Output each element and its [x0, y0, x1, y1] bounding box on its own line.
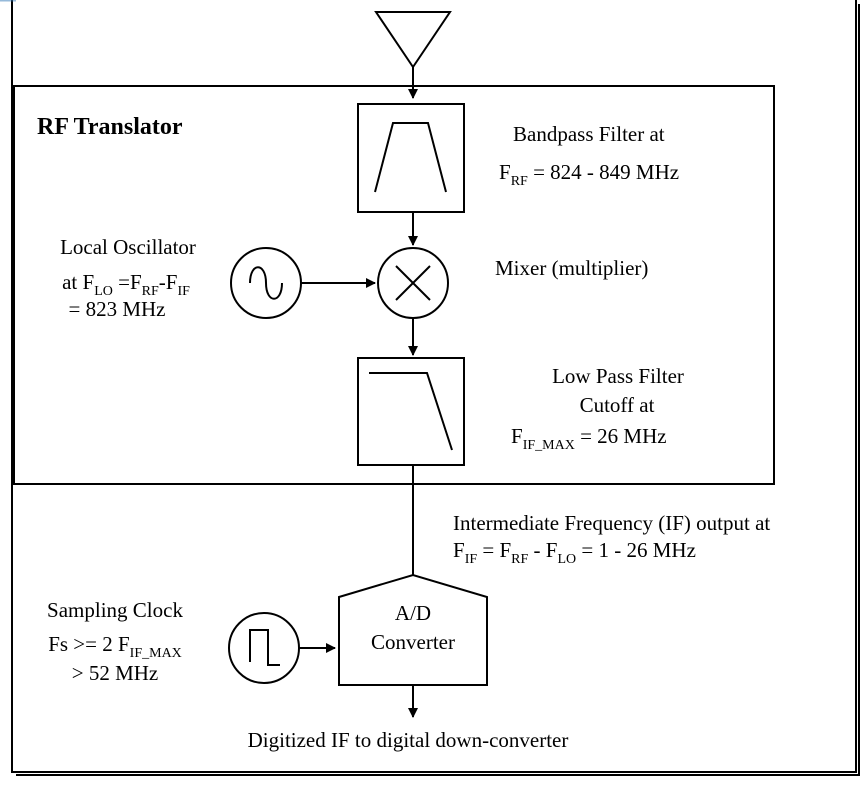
local-oscillator-label: Local Oscillator [60, 235, 196, 259]
local-oscillator-frequency: at FLO =FRF-FIF [62, 270, 190, 299]
if-output-label: Intermediate Frequency (IF) output at [453, 511, 770, 535]
sampling-clock-label: Sampling Clock [47, 598, 183, 622]
outer-frame [11, 0, 857, 773]
rf-translator-box [13, 85, 775, 485]
square-wave-icon [249, 629, 280, 666]
adc-label-converter: Converter [371, 630, 455, 654]
mixer-block [377, 247, 449, 319]
adc-label: A/D [395, 601, 431, 625]
sampling-clock-value: > 52 MHz [72, 661, 159, 685]
bandpass-response-icon [374, 122, 447, 193]
bandpass-filter-label: Bandpass Filter at [513, 122, 665, 146]
lowpass-response-icon [369, 372, 453, 451]
low-pass-filter-cutoff: Cutoff at [580, 393, 655, 417]
bandpass-filter-block [357, 103, 465, 213]
bandpass-filter-frequency: FRF = 824 - 849 MHz [499, 160, 679, 189]
if-output-frequency: FIF = FRF - FLO = 1 - 26 MHz [453, 538, 696, 567]
sampling-clock-condition: Fs >= 2 FIF_MAX [48, 632, 182, 661]
local-oscillator-block [230, 247, 302, 319]
multiply-icon [395, 265, 431, 301]
low-pass-filter-frequency: FIF_MAX = 26 MHz [511, 424, 667, 453]
mixer-label: Mixer (multiplier) [495, 256, 648, 280]
local-oscillator-value: = 823 MHz [68, 297, 165, 321]
antenna-icon [374, 11, 452, 99]
outer-frame-shadow [16, 4, 860, 776]
low-pass-filter-label: Low Pass Filter [552, 364, 684, 388]
output-label: Digitized IF to digital down-converter [248, 728, 569, 752]
low-pass-filter-block [357, 357, 465, 466]
sine-wave-icon [249, 266, 283, 300]
adc-block [338, 573, 488, 686]
rf-translator-title: RF Translator [37, 114, 183, 140]
sampling-clock-block [228, 612, 300, 684]
